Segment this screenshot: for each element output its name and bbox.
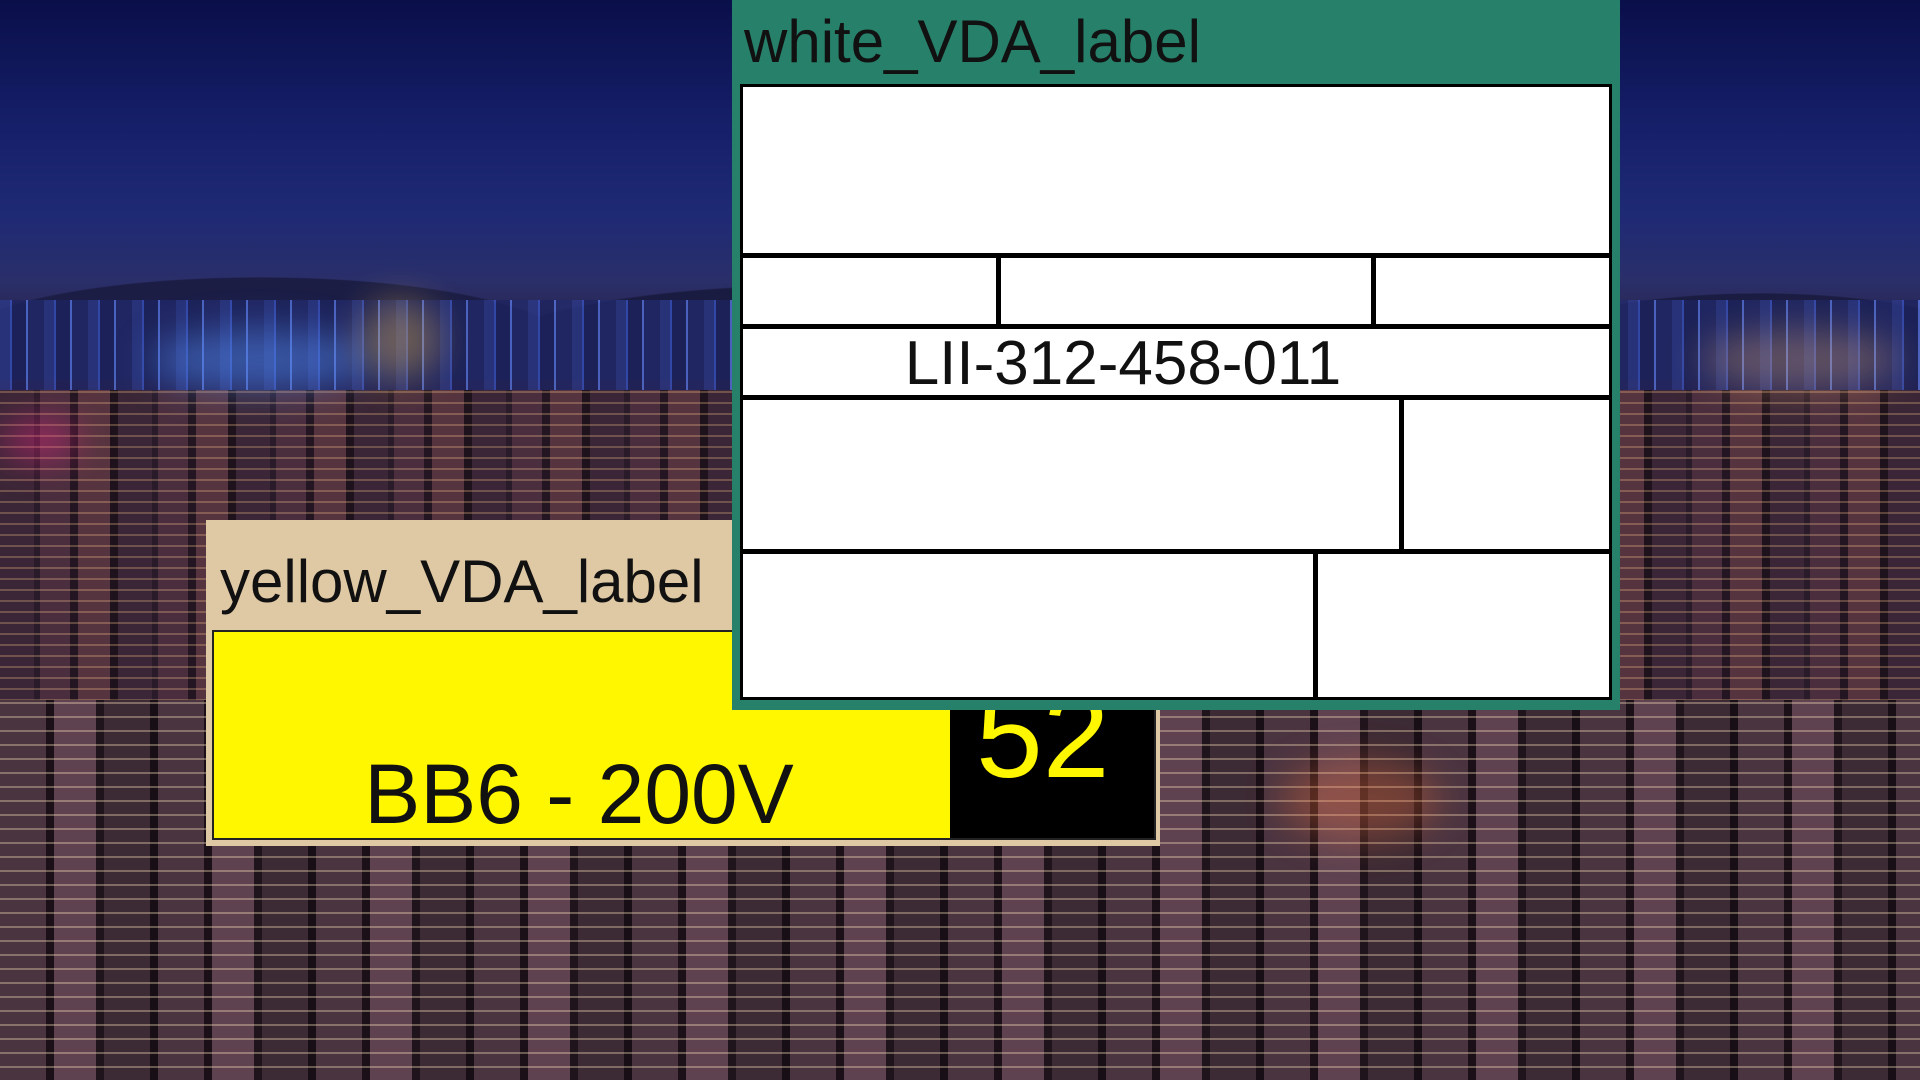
yellow-vda-label: BB6 - 200V 52 xyxy=(212,630,1156,840)
background-light-glow xyxy=(150,330,370,390)
white-card-title: white_VDA_label xyxy=(744,8,1201,75)
yellow-card-title: yellow_VDA_label xyxy=(220,548,704,615)
label-grid-line xyxy=(1371,253,1376,329)
label-grid-line xyxy=(743,395,1609,400)
label-grid-line xyxy=(743,549,1609,554)
white-label-part-number: LII-312-458-011 xyxy=(904,329,1342,398)
label-grid-line xyxy=(1313,549,1318,697)
white-vda-label: LII-312-458-011 xyxy=(740,84,1612,700)
background-light-glow xyxy=(0,420,80,460)
background-light-glow xyxy=(360,300,440,380)
background-light-glow xyxy=(1280,760,1440,840)
label-grid-line xyxy=(743,324,1609,329)
background-light-glow xyxy=(1700,330,1900,390)
yellow-label-text: BB6 - 200V xyxy=(364,747,794,840)
label-grid-line xyxy=(743,253,1609,258)
white-vda-label-card: white_VDA_label LII-312-458-011 xyxy=(732,0,1620,710)
label-grid-line xyxy=(996,253,1001,329)
label-grid-line xyxy=(1399,395,1404,554)
